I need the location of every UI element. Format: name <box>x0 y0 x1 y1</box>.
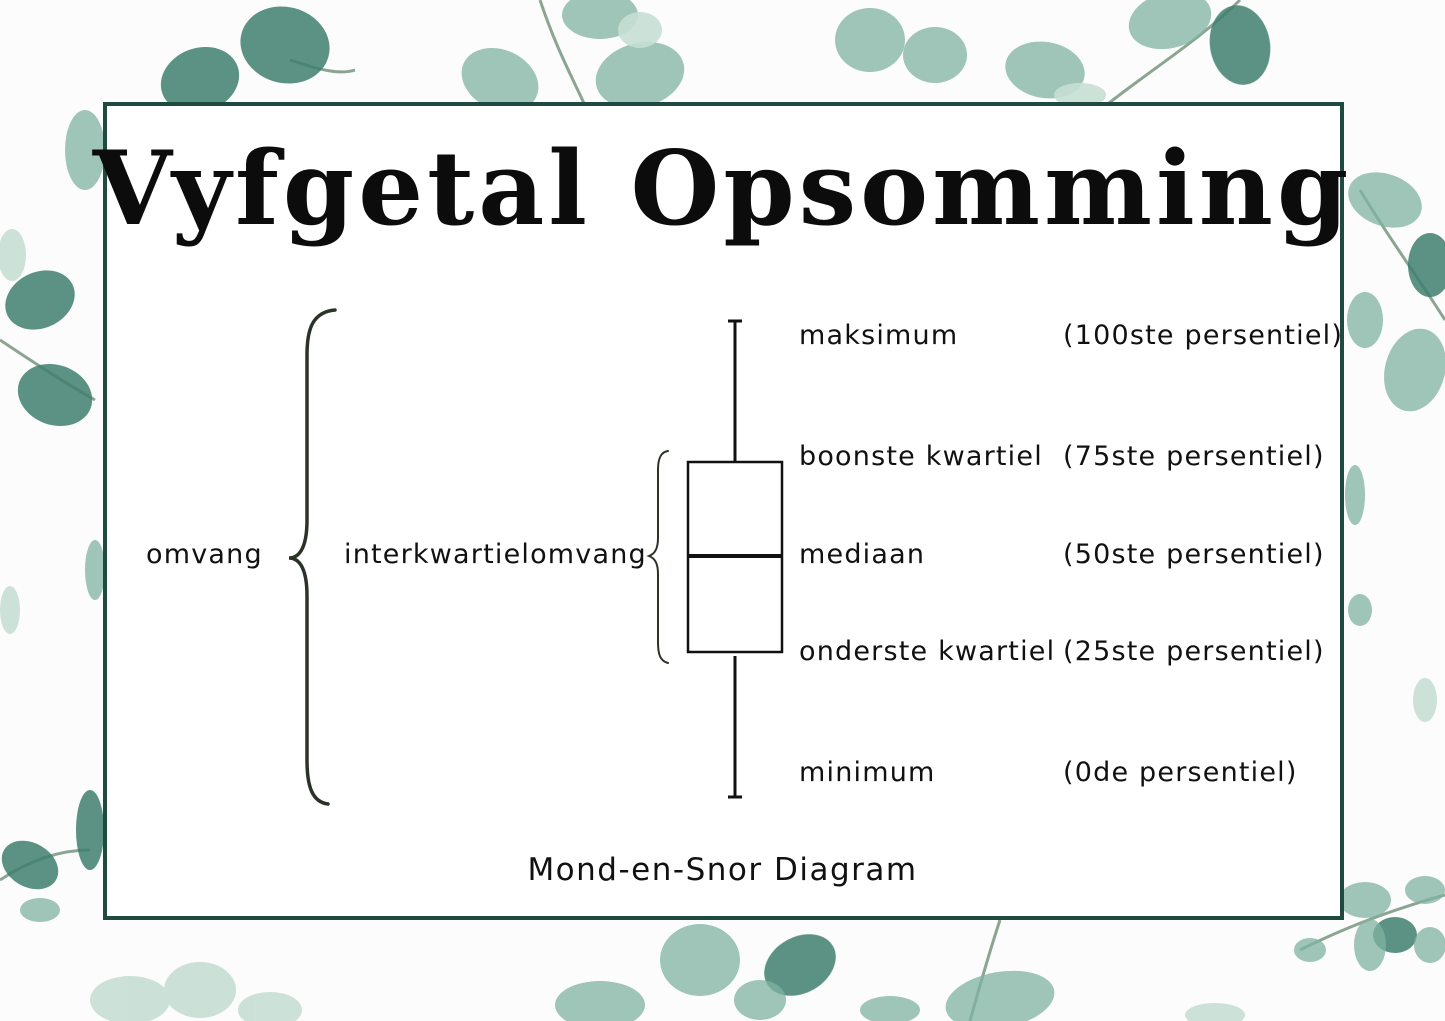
minimum-percentile: (0de persentiel) <box>1063 757 1298 788</box>
upper-quartile-percentile: (75ste persentiel) <box>1063 441 1325 472</box>
median-label: mediaan <box>799 539 925 570</box>
lower-quartile-percentile: (25ste persentiel) <box>1063 636 1325 667</box>
diagram-caption: Mond-en-Snor Diagram <box>527 852 918 888</box>
maximum-percentile: (100ste persentiel) <box>1063 320 1343 351</box>
lower-quartile-label: onderste kwartiel <box>799 636 1055 667</box>
page-title: Vyfgetal Opsomming <box>92 129 1353 249</box>
iqr-brace <box>646 450 669 664</box>
minimum-label: minimum <box>799 757 936 788</box>
iqr-label: interkwartielomvang <box>344 539 647 570</box>
range-label: omvang <box>146 539 263 570</box>
median-percentile: (50ste persentiel) <box>1063 539 1325 570</box>
range-brace <box>288 308 337 806</box>
upper-quartile-label: boonste kwartiel <box>799 441 1043 472</box>
maximum-label: maksimum <box>799 320 958 351</box>
